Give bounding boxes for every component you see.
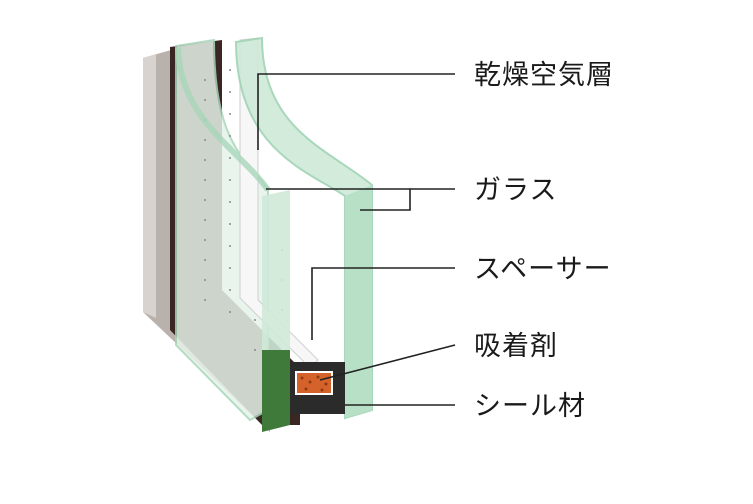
front-glass-slab xyxy=(345,185,372,418)
frame-side-highlight xyxy=(143,54,156,318)
label-dry-air-layer: 乾燥空気層 xyxy=(474,60,614,91)
leader-glass xyxy=(266,188,411,211)
label-sealant: シール材 xyxy=(474,391,586,422)
leader-desiccant xyxy=(319,344,456,381)
glass-bottom-edge xyxy=(262,350,290,432)
label-desiccant: 吸着剤 xyxy=(474,331,558,362)
desiccant-texture xyxy=(300,375,328,392)
leader-lines xyxy=(257,73,456,406)
rear-glass-curve xyxy=(175,47,271,192)
leader-dry-air xyxy=(257,73,455,150)
leader-spacer xyxy=(311,267,455,340)
label-glass: ガラス xyxy=(474,175,558,206)
label-spacer: スペーサー xyxy=(474,254,612,285)
